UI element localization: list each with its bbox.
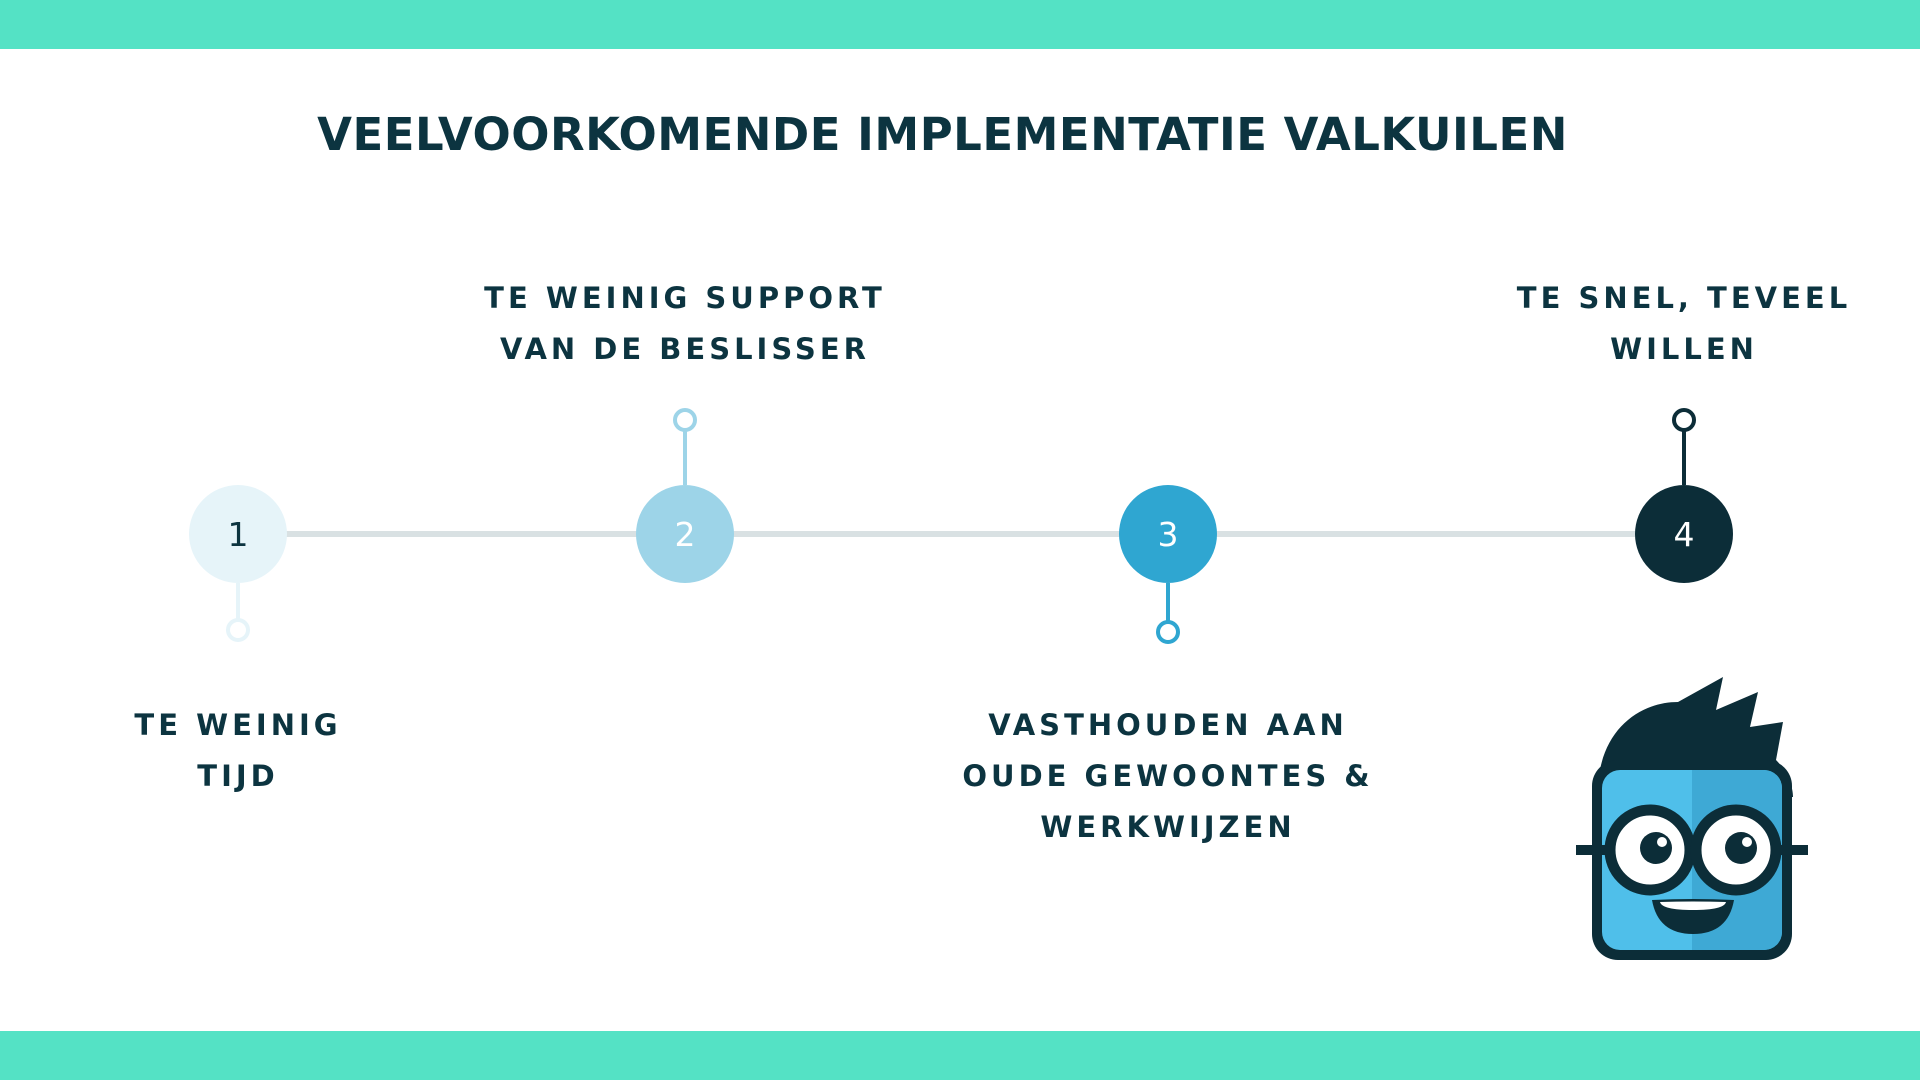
- step-2-label-line: TE WEINIG SUPPORT: [484, 281, 886, 315]
- step-3-label: VASTHOUDEN AAN OUDE GEWOONTES & WERKWIJZ…: [948, 700, 1388, 853]
- step-4-number: 4: [1674, 515, 1695, 554]
- step-3-number: 3: [1158, 515, 1179, 554]
- step-1-pin: [226, 618, 250, 642]
- step-2-circle: [636, 485, 734, 583]
- step-4: 4: [1635, 408, 1733, 583]
- step-4-label: TE SNEL, TEVEEL WILLEN: [1494, 273, 1874, 375]
- nerd-mascot-icon: [1576, 677, 1808, 960]
- step-1-label: TE WEINIG TIJD: [88, 700, 388, 802]
- step-2: 2: [636, 408, 734, 583]
- step-1-label-line: TE WEINIG: [134, 708, 342, 742]
- bottom-band: [0, 1031, 1920, 1080]
- step-2-label-line: VAN DE BESLISSER: [500, 332, 870, 366]
- step-4-label-line: TE SNEL, TEVEEL: [1516, 281, 1852, 315]
- step-1-number: 1: [228, 515, 249, 554]
- step-3-label-line: VASTHOUDEN AAN: [988, 708, 1348, 742]
- step-1-label-line: TIJD: [197, 759, 279, 793]
- step-1-circle: [189, 485, 287, 583]
- step-3-label-line: WERKWIJZEN: [1040, 810, 1296, 844]
- step-3: 3: [1119, 485, 1217, 644]
- step-2-number: 2: [675, 515, 696, 554]
- step-3-circle: [1119, 485, 1217, 583]
- top-band: [0, 0, 1920, 49]
- step-2-pin: [673, 408, 697, 432]
- step-1: 1: [189, 485, 287, 642]
- step-4-label-line: WILLEN: [1610, 332, 1758, 366]
- page-title: VEELVOORKOMENDE IMPLEMENTATIE VALKUILEN: [317, 108, 1568, 161]
- step-3-label-line: OUDE GEWOONTES &: [962, 759, 1374, 793]
- step-3-pin: [1156, 620, 1180, 644]
- step-4-pin: [1672, 408, 1696, 432]
- step-2-label: TE WEINIG SUPPORT VAN DE BESLISSER: [455, 273, 915, 375]
- step-4-circle: [1635, 485, 1733, 583]
